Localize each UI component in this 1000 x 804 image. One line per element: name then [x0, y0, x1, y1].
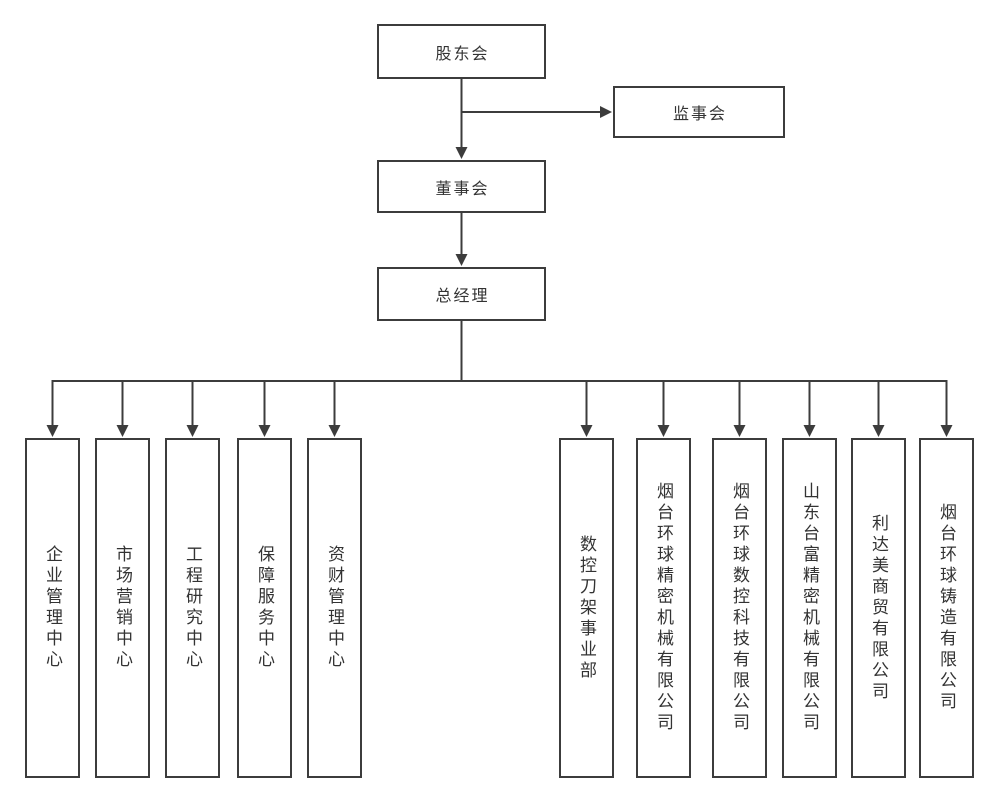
node-yantai-universal-cnc-technology: 烟台环球数控科技有限公司: [712, 438, 767, 778]
node-shandong-taifu-precision-machinery: 山东台富精密机械有限公司: [782, 438, 837, 778]
node-board-of-supervisors: 监事会: [613, 86, 785, 138]
node-general-manager: 总经理: [377, 267, 546, 321]
node-lidamei-trading: 利达美商贸有限公司: [851, 438, 906, 778]
node-yantai-universal-precision-machinery: 烟台环球精密机械有限公司: [636, 438, 691, 778]
node-cnc-tool-post-division: 数控刀架事业部: [559, 438, 614, 778]
node-asset-management-center: 资财管理中心: [307, 438, 362, 778]
node-marketing-center: 市场营销中心: [95, 438, 150, 778]
node-board-of-directors: 董事会: [377, 160, 546, 213]
node-engineering-research-center: 工程研究中心: [165, 438, 220, 778]
node-yantai-universal-casting: 烟台环球铸造有限公司: [919, 438, 974, 778]
node-shareholders-meeting: 股东会: [377, 24, 546, 79]
node-support-service-center: 保障服务中心: [237, 438, 292, 778]
node-enterprise-management-center: 企业管理中心: [25, 438, 80, 778]
